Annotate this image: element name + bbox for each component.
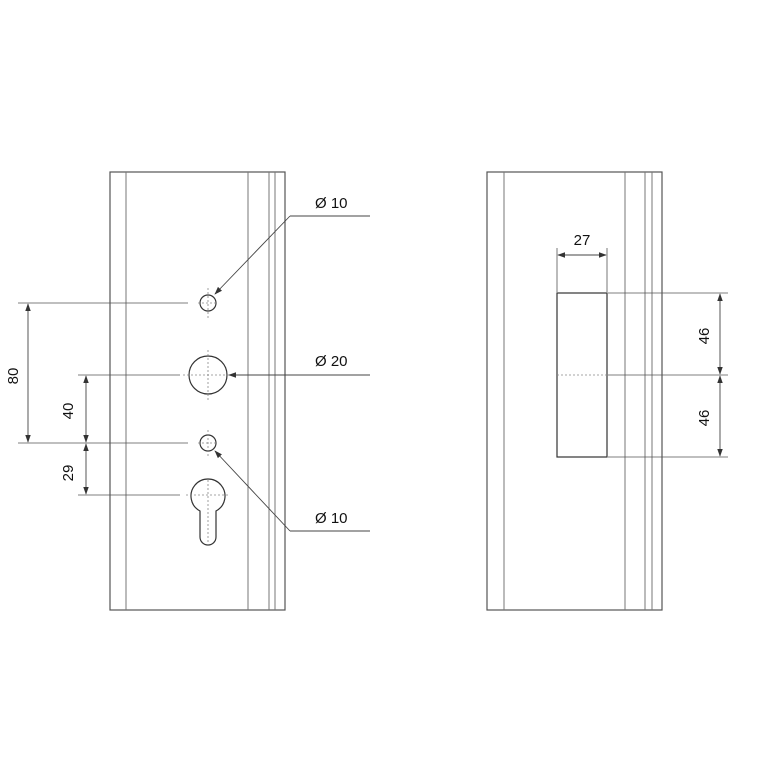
callout-middle-hole: Ø 20 bbox=[228, 353, 370, 378]
side-view: 27 46 46 bbox=[486, 171, 728, 611]
front-view: 80 40 29 Ø 10 Ø 20 Ø 10 bbox=[5, 171, 370, 611]
callout-upper-hole: Ø 10 bbox=[214, 195, 370, 295]
callout-lower-hole: Ø 10 bbox=[214, 450, 370, 532]
front-center-lines bbox=[183, 288, 233, 548]
dimension-label-29: 29 bbox=[60, 465, 77, 482]
callout-label-middle-hole: Ø 20 bbox=[315, 353, 348, 370]
dimension-label-46-upper: 46 bbox=[696, 328, 713, 345]
side-extension-lines bbox=[556, 248, 728, 458]
front-extension-lines bbox=[18, 302, 188, 496]
dimension-label-80: 80 bbox=[5, 368, 22, 385]
dimension-label-40: 40 bbox=[60, 403, 77, 420]
callout-label-lower-hole: Ø 10 bbox=[315, 510, 348, 527]
dimension-label-27: 27 bbox=[574, 232, 591, 249]
side-profile-outline bbox=[486, 171, 663, 611]
dimension-label-46-lower: 46 bbox=[696, 410, 713, 427]
callout-label-upper-hole: Ø 10 bbox=[315, 195, 348, 212]
front-profile-outline bbox=[109, 171, 286, 611]
